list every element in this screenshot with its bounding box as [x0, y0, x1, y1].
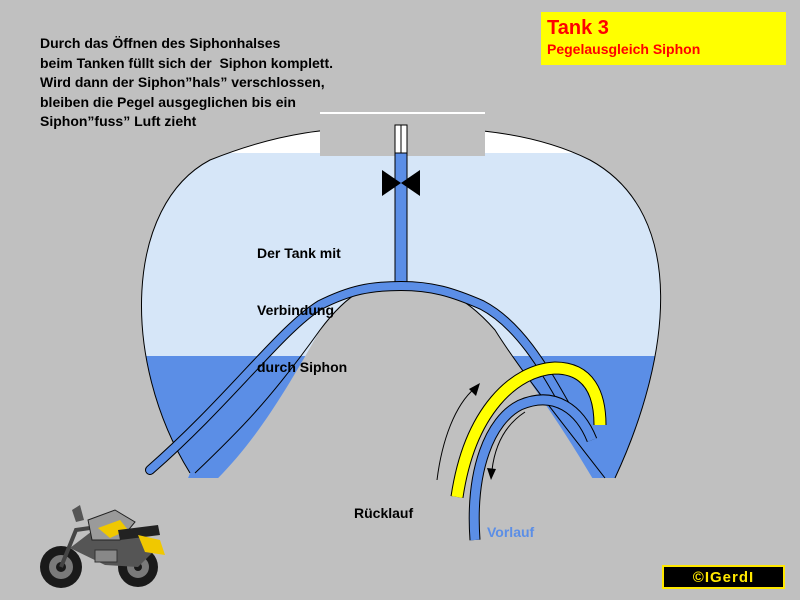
intro-line: Wird dann der Siphon”hals” verschlossen, [40, 74, 325, 90]
intro-line: Durch das Öffnen des Siphonhalses [40, 35, 281, 51]
siphon-neck [394, 152, 408, 287]
page-subtitle: Pegelausgleich Siphon [547, 41, 701, 57]
motorcycle-icon [40, 505, 165, 588]
valve-icon [382, 170, 420, 196]
tank-label: Der Tank mit Verbindung durch Siphon [257, 206, 347, 396]
supply-line [469, 395, 597, 541]
tank-label-line: durch Siphon [257, 359, 348, 375]
intro-line: bleiben die Pegel ausgeglichen bis ein [40, 93, 296, 110]
tank-body [141, 127, 661, 478]
tank-label-line: Verbindung [257, 302, 334, 318]
siphon-arch [146, 281, 569, 474]
supply-label: Vorlauf [487, 524, 535, 540]
title-box: Tank 3 Pegelausgleich Siphon [541, 12, 786, 65]
page-title: Tank 3 [547, 17, 609, 39]
intro-line: Siphon”fuss” Luft zieht [40, 113, 197, 129]
arrow-down-icon [487, 411, 526, 480]
copyright-logo: ©IGerdI [662, 565, 785, 589]
intro-text: Durch das Öffnen des Siphonhalses beim T… [40, 34, 333, 132]
arrow-up-icon [436, 383, 480, 481]
return-line [451, 362, 606, 498]
return-label: Rücklauf [354, 505, 414, 521]
tank-label-line: Der Tank mit [257, 245, 341, 261]
intro-line: beim Tanken füllt sich der Siphon komple… [40, 54, 333, 71]
